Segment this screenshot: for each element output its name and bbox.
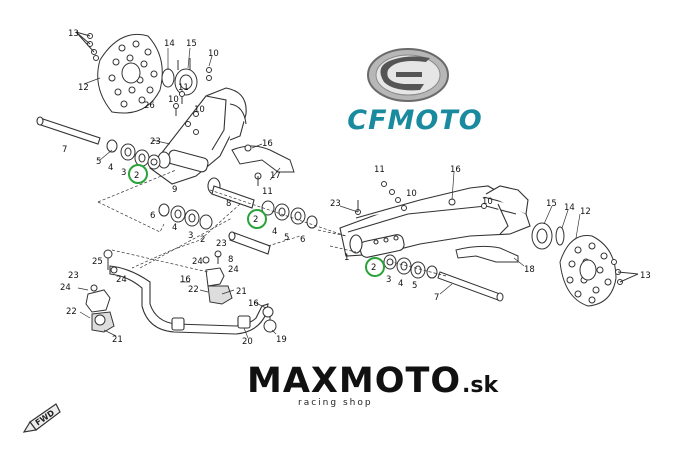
right-brake-disc (559, 235, 617, 307)
part-number-labels: 13 12 14 15 10 11 26 10 10 23 7 16 17 5 … (60, 29, 651, 347)
part-label: 5 (412, 281, 417, 291)
part-label: 14 (564, 203, 575, 213)
part-label: 23 (216, 239, 227, 249)
part-label: 15 (546, 199, 557, 209)
part-label: 2 (200, 235, 205, 245)
part-label: 6 (300, 235, 305, 245)
part-label: 9 (172, 185, 177, 195)
fwd-arrow: FWD (22, 403, 61, 433)
part-label: 22 (66, 307, 77, 317)
left-brake-disc (97, 34, 163, 114)
stabilizer-link (262, 306, 277, 333)
part-label: 2 (253, 215, 258, 225)
highlight-circle-right (365, 257, 385, 277)
part-label: 10 (194, 105, 205, 115)
part-label: 24 (60, 283, 71, 293)
part-label: 12 (78, 83, 89, 93)
part-label: 24 (228, 265, 239, 275)
stabilizer-mount-left (85, 249, 118, 333)
highlight-circles (128, 164, 385, 277)
part-label: 4 (108, 163, 113, 173)
part-label: 26 (144, 101, 155, 111)
part-label: 16 (248, 299, 259, 309)
part-label: 10 (168, 95, 179, 105)
part-label: 14 (164, 39, 175, 49)
part-label: 7 (62, 145, 67, 155)
stabilizer-mount-right (202, 250, 233, 305)
part-label: 23 (150, 137, 161, 147)
lower-left-bearing-row (158, 200, 318, 230)
part-label: 5 (284, 233, 289, 243)
part-label: 5 (96, 157, 101, 167)
lower-left-pivot (211, 185, 271, 255)
part-label: 15 (186, 39, 197, 49)
upper-left-hub (161, 58, 212, 96)
part-label: 3 (188, 231, 193, 241)
part-label: 4 (172, 223, 177, 233)
part-label: 22 (188, 285, 199, 295)
assembly-guide-lines (97, 169, 447, 277)
part-label: 4 (398, 279, 403, 289)
right-a-arm (339, 185, 531, 258)
part-label: 13 (640, 271, 651, 281)
maxmoto-wordmark: MAXMOTO (247, 361, 461, 401)
left-pivot-shaft (36, 116, 101, 145)
part-label: 18 (524, 265, 535, 275)
part-label: 23 (330, 199, 341, 209)
maxmoto-logo: MAXMOTO .sk racing shop (247, 361, 499, 408)
part-label: 21 (236, 287, 247, 297)
part-label: 16 (262, 139, 273, 149)
cfmoto-logo: CFMOTO (347, 48, 482, 136)
part-label: 11 (178, 83, 189, 93)
part-label: 1 (344, 253, 349, 263)
part-label: 12 (580, 207, 591, 217)
part-label: 2 (134, 171, 139, 181)
leader-lines (77, 47, 581, 339)
maxmoto-tagline: racing shop (298, 398, 373, 408)
right-lower-bearing-row (383, 254, 504, 302)
part-label: 25 (92, 257, 103, 267)
part-label: 8 (226, 199, 231, 209)
part-label: 20 (242, 337, 253, 347)
part-label: 11 (374, 165, 385, 175)
part-label: 10 (406, 189, 417, 199)
part-label: 16 (450, 165, 461, 175)
part-label: 2 (371, 263, 376, 273)
part-label: 24 (116, 275, 127, 285)
highlight-circle-upper-left (128, 164, 148, 184)
cfmoto-wordmark: CFMOTO (347, 105, 482, 136)
part-label: 16 (180, 275, 191, 285)
part-label: 3 (121, 168, 126, 178)
upper-left-bearing-row (106, 139, 161, 170)
part-label: 3 (386, 275, 391, 285)
right-disc-screws (611, 259, 639, 285)
highlight-circle-middle (247, 209, 267, 229)
upper-left-bracket (231, 144, 295, 186)
maxmoto-suffix: .sk (462, 373, 499, 398)
part-label: 4 (272, 227, 277, 237)
upper-left-a-arm (149, 87, 247, 195)
part-label: 13 (68, 29, 79, 39)
right-hub (531, 222, 565, 250)
right-bracket (455, 245, 519, 263)
part-label: 8 (228, 255, 233, 265)
part-label: 10 (482, 197, 493, 207)
left-disc-screws (75, 31, 99, 61)
part-label: 6 (150, 211, 155, 221)
part-label: 24 (192, 257, 203, 267)
upper-left-bolts (173, 91, 199, 135)
part-label: 23 (68, 271, 79, 281)
part-label: 7 (434, 293, 439, 303)
part-label: 10 (208, 49, 219, 59)
part-label: 17 (270, 171, 281, 181)
part-label: 19 (276, 335, 287, 345)
part-label: 21 (112, 335, 123, 345)
stabilizer-bar (109, 265, 269, 335)
part-label: 11 (262, 187, 273, 197)
